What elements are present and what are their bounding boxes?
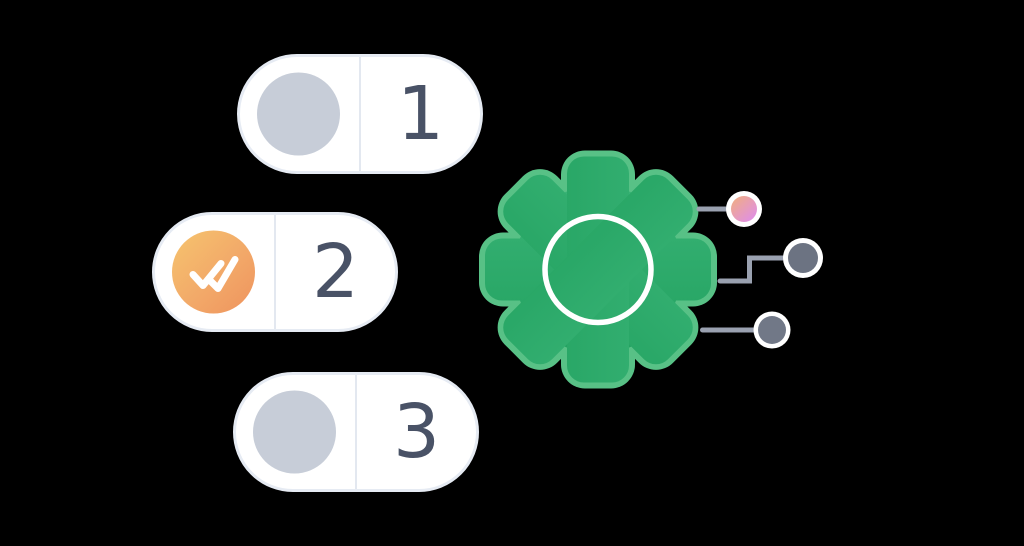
step-number-zone: 2 [276,215,395,329]
connector-node-dark-gray [783,238,823,278]
step-pill-2: 2 [152,212,398,332]
connector-line-middle [717,255,786,284]
gear-inner-ring [542,213,654,326]
connector-node-gray [753,311,791,349]
step-2-status-dot [172,230,255,314]
node-fill [788,243,818,273]
node-fill [758,316,786,344]
step-number: 2 [311,229,360,315]
step-pill-1: 1 [237,54,483,174]
step-3-status-dot [253,390,336,474]
gear-body [485,156,711,383]
pill-divider [355,375,357,489]
step-number-zone: 1 [361,57,480,171]
double-check-icon [189,255,238,292]
gear-icon [479,150,717,389]
step-number: 1 [396,71,445,157]
step-pill-3: 3 [233,372,479,492]
step-1-status-dot [257,72,340,156]
connector-lines [696,206,786,333]
step-number: 3 [392,389,441,475]
connector-node-pink [726,191,762,227]
step-number-zone: 3 [357,375,476,489]
pill-divider [274,215,276,329]
pill-divider [359,57,361,171]
node-fill [731,196,757,222]
